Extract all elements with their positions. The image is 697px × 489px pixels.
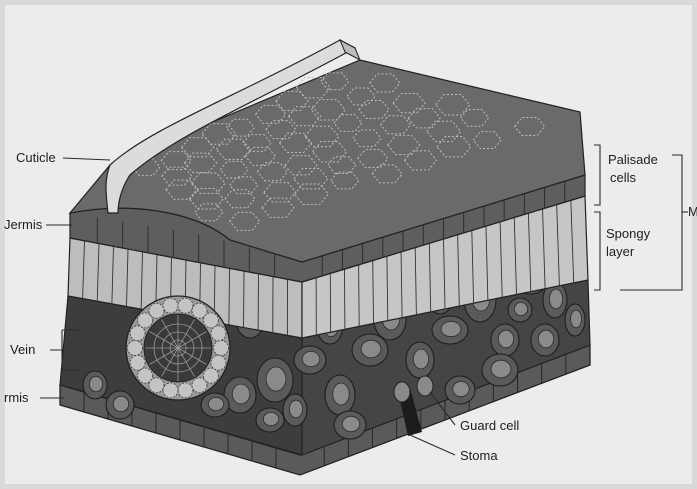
spongy-cell-chloroplast [514, 302, 527, 315]
palisade-label-line1: Palisade [608, 152, 658, 167]
palisade-label-line2: cells [610, 170, 637, 185]
palisade-cell-wall [244, 271, 245, 328]
spongy-cell-chloroplast [491, 360, 511, 378]
stoma-label: Stoma [460, 448, 498, 463]
spongy-cell-chloroplast [266, 367, 286, 391]
bundle-sheath-cell [128, 341, 143, 356]
bundle-sheath-cell [192, 303, 207, 318]
spongy-cell-chloroplast [571, 310, 582, 328]
guard-cell-label: Guard cell [460, 418, 519, 433]
spongy-cell-chloroplast [289, 400, 302, 418]
guard-cell-left [394, 382, 410, 402]
spongy-cell-chloroplast [342, 416, 360, 431]
palisade-cell-wall [359, 265, 360, 327]
spongy-cell-chloroplast [302, 351, 320, 366]
palisade-cell-wall [229, 268, 230, 325]
spongy-label-line2: layer [606, 244, 635, 259]
spongy-cell-chloroplast [441, 321, 461, 336]
spongy-cell-chloroplast [208, 397, 223, 410]
bundle-sheath-cell [211, 326, 226, 341]
spongy-cell-chloroplast [263, 412, 278, 425]
bundle-sheath-cell [178, 383, 193, 398]
bundle-sheath-cell [163, 383, 178, 398]
spongy-cell-chloroplast [453, 381, 470, 396]
mesophyll-label: M [688, 204, 697, 219]
spongy-cell-chloroplast [538, 330, 553, 348]
spongy-cell-chloroplast [361, 340, 381, 358]
spongy-cell-chloroplast [549, 289, 562, 309]
spongy-cell-chloroplast [232, 384, 250, 404]
bundle-sheath-cell [192, 378, 207, 393]
bundle-sheath-cell [149, 303, 164, 318]
bundle-sheath-cell [211, 355, 226, 370]
bundle-sheath-cell [138, 368, 153, 383]
spongy-cell-chloroplast [413, 349, 428, 369]
lower-epidermis-label: rmis [4, 390, 29, 405]
spongy-cell-chloroplast [333, 383, 350, 405]
spongy-cell-chloroplast [498, 330, 513, 348]
cuticle-label: Cuticle [16, 150, 56, 165]
bundle-sheath-cell [214, 341, 229, 356]
bundle-sheath-cell [178, 298, 193, 313]
vein-label: Vein [10, 342, 35, 357]
bundle-sheath-cell [203, 313, 218, 328]
spongy-cell-chloroplast [89, 376, 102, 391]
bundle-sheath-cell [130, 355, 145, 370]
spongy-cell-chloroplast [113, 396, 128, 411]
vein-bundle [126, 296, 230, 400]
bundle-sheath-cell [163, 298, 178, 313]
upper-epidermis-label: Jermis [4, 217, 43, 232]
bundle-sheath-cell [130, 326, 145, 341]
spongy-label-line1: Spongy [606, 226, 651, 241]
